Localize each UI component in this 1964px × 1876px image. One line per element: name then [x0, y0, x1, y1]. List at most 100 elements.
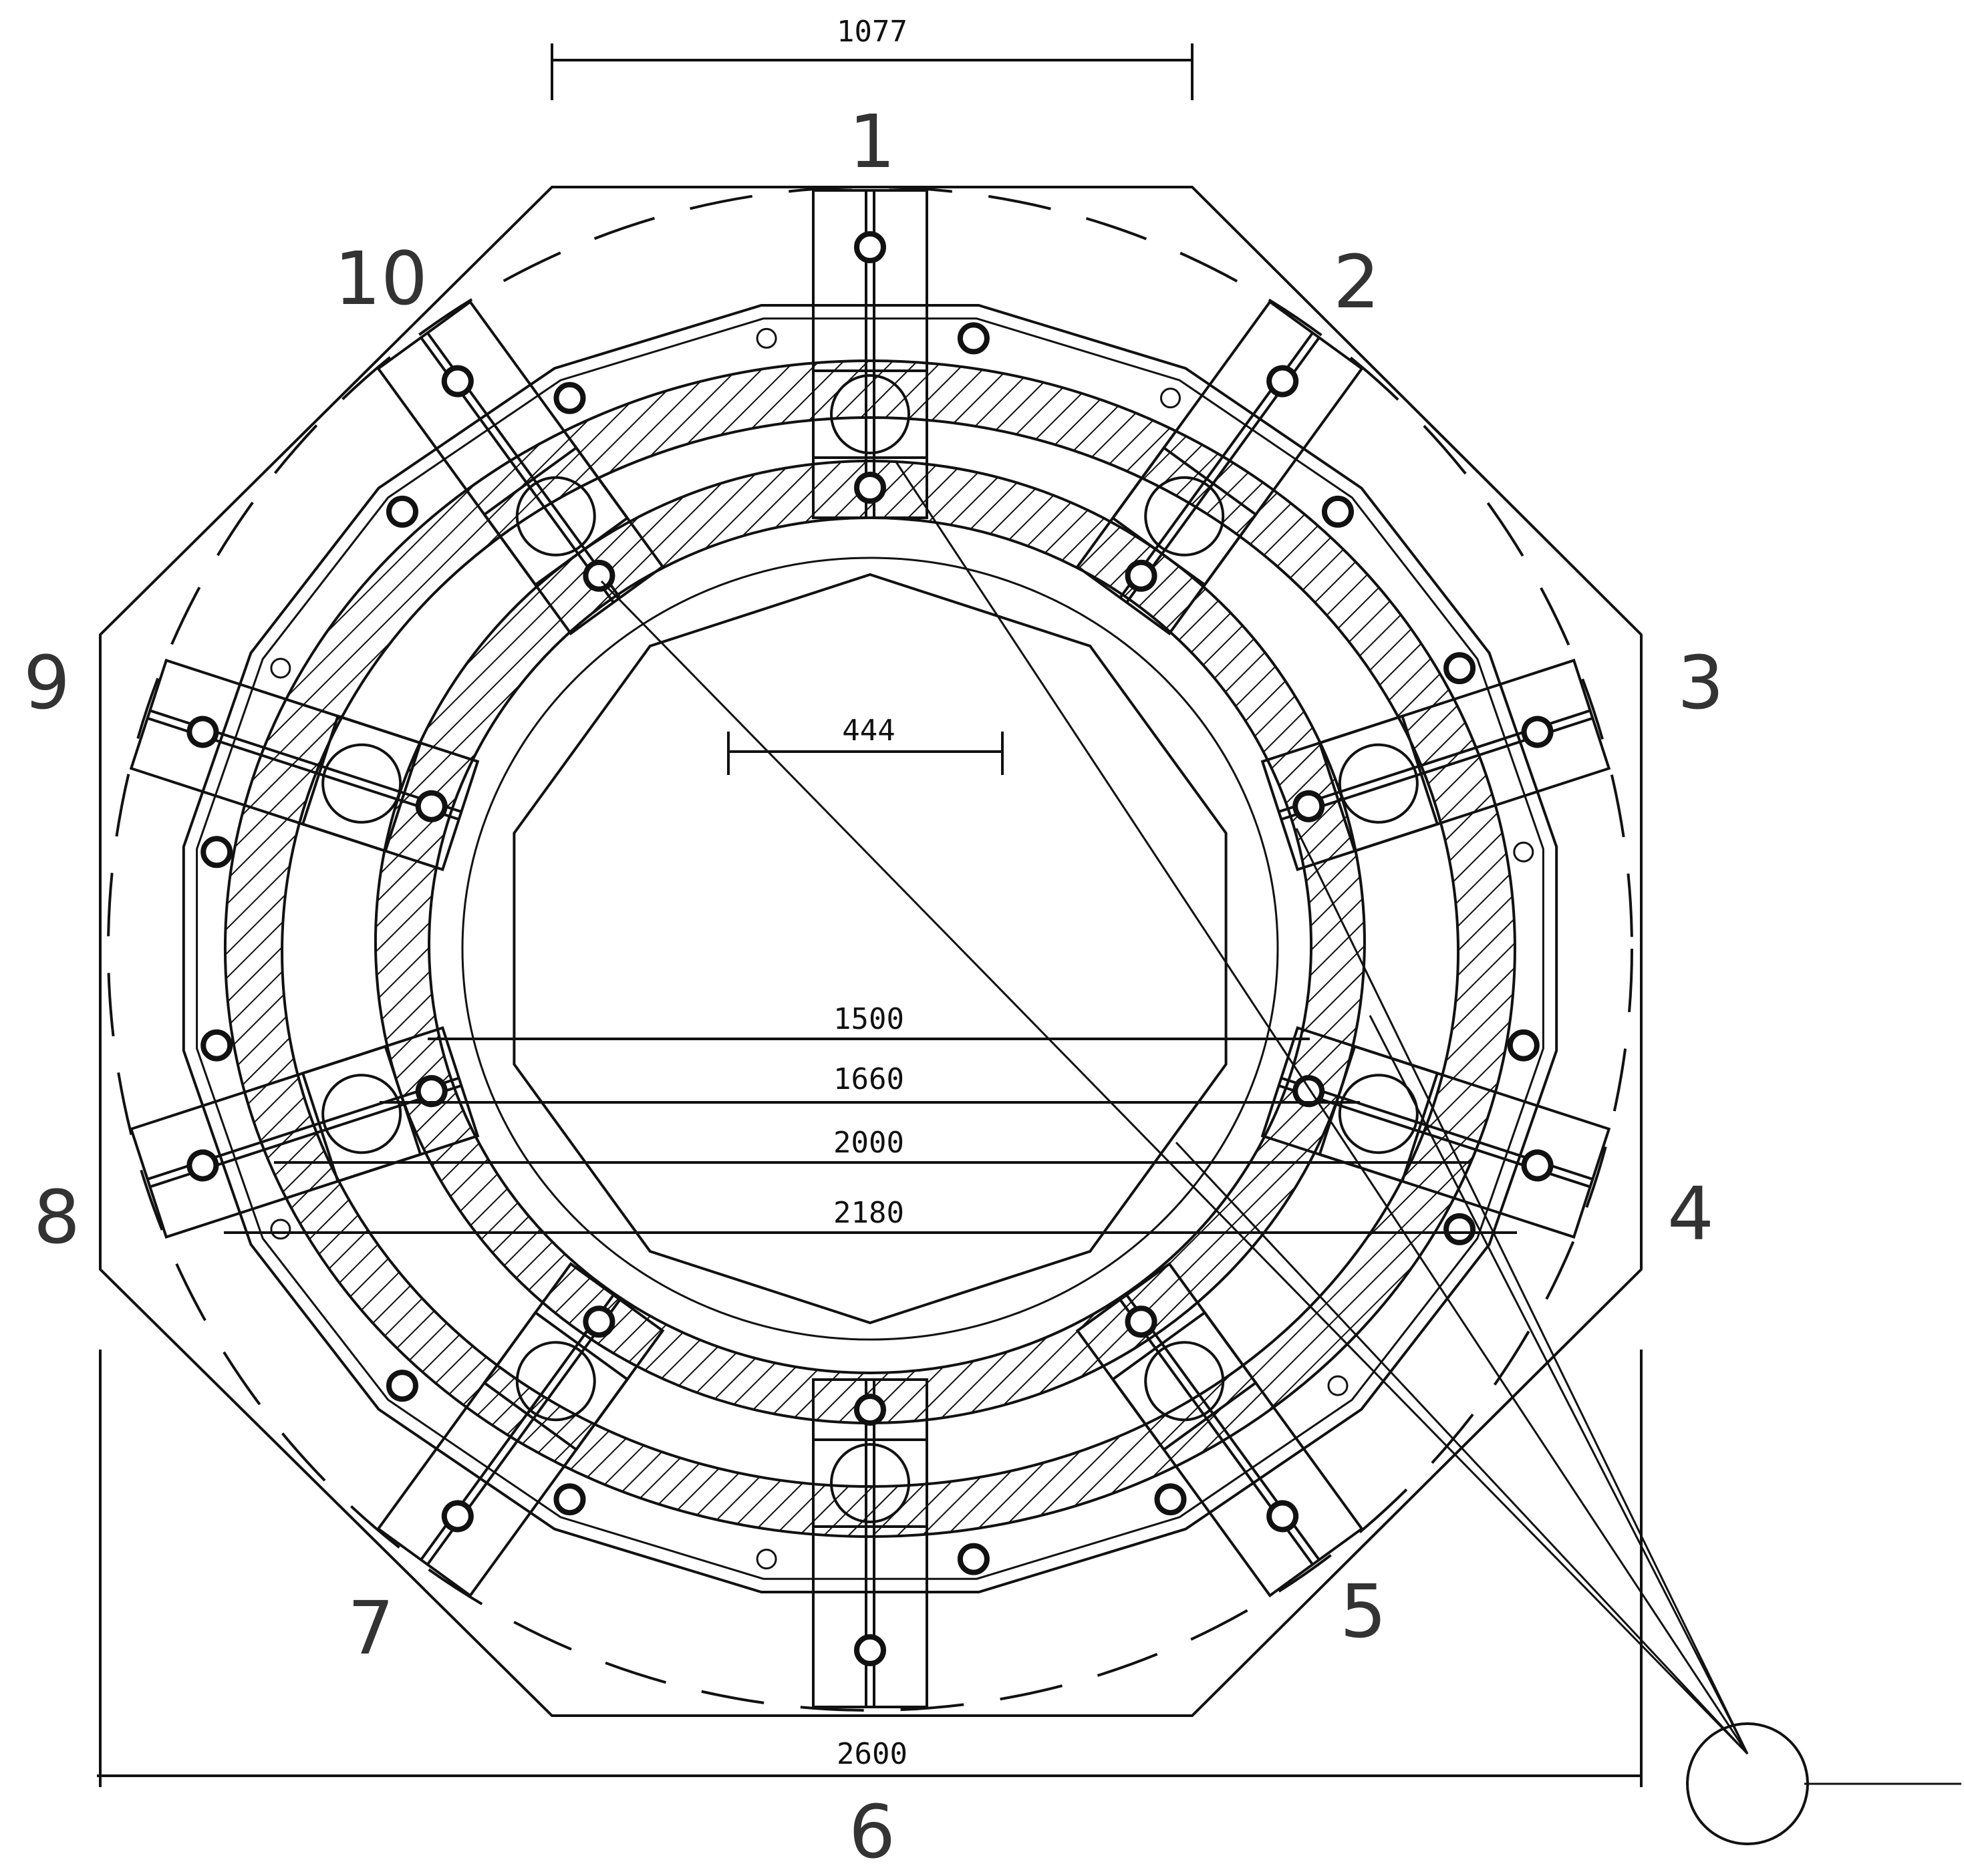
ring-bolt — [386, 1370, 418, 1402]
clamp-arm — [1075, 1262, 1364, 1597]
dim-1077: 1077 — [837, 15, 907, 49]
clamp-arm-part — [482, 446, 629, 587]
dim-2000: 2000 — [833, 1126, 904, 1160]
dim-1500: 1500 — [833, 1002, 904, 1036]
clamp-arm-part — [129, 1026, 480, 1239]
clamp-arm-part — [1266, 1500, 1299, 1533]
clamp-arm-part — [854, 1634, 886, 1666]
clamp-arm-part — [441, 365, 474, 398]
position-label-7: 7 — [347, 1585, 394, 1671]
clamp-arm — [812, 1378, 928, 1708]
clamp-arm-part — [812, 189, 928, 519]
clamp-arm — [1260, 658, 1611, 872]
ring-bolt — [200, 1029, 233, 1062]
clamp-arm-part — [830, 374, 910, 454]
clamp-arm — [129, 1026, 480, 1239]
clamp-arm-part — [1111, 1310, 1258, 1452]
position-label-1: 1 — [849, 99, 895, 184]
ring-bolt — [1513, 841, 1534, 863]
ring-bolt — [756, 1549, 777, 1570]
outer-frame — [99, 186, 1643, 1717]
clamp-arm-part — [1260, 658, 1611, 872]
clamp-arm-part — [1521, 716, 1554, 748]
ring-bolt — [1507, 1029, 1540, 1062]
position-label-4: 4 — [1667, 1171, 1714, 1257]
ring-bolt — [957, 322, 990, 355]
ring-bolts — [200, 322, 1540, 1575]
clamp-arm-part — [186, 1149, 219, 1182]
clamp-arm-part — [301, 714, 422, 853]
position-label-5: 5 — [1340, 1569, 1387, 1654]
ring-bolt — [553, 1483, 586, 1516]
clamp-arm-part — [1075, 1262, 1364, 1597]
clamp-arm-part — [186, 716, 219, 748]
position-label-3: 3 — [1677, 640, 1724, 726]
clamp-arm-part — [376, 1262, 665, 1597]
position-label-10: 10 — [334, 236, 428, 321]
clamp-arm-part — [812, 369, 928, 459]
clamp-arm-part — [812, 1438, 928, 1528]
dim-1660: 1660 — [833, 1062, 904, 1096]
clamp-arm-part — [515, 1341, 596, 1422]
dim-2600: 2600 — [837, 1737, 907, 1771]
clamp-arm-part — [1260, 1026, 1611, 1239]
ring-bolt — [270, 657, 291, 679]
ring-bolt — [553, 381, 586, 414]
clamp-arm — [812, 189, 928, 519]
outer-polygon-ring-inner — [196, 317, 1544, 1580]
ring-bolt — [1322, 495, 1354, 528]
clamp-arm-part — [321, 743, 402, 824]
position-label-6: 6 — [849, 1789, 895, 1875]
ring-bolt — [1154, 1483, 1187, 1516]
clamp-arm-part — [1144, 1341, 1225, 1422]
clamp-arm — [129, 658, 480, 872]
inner-guide-circle — [461, 557, 1279, 1341]
ring-bolt — [386, 495, 418, 528]
clamp-arm-part — [1125, 559, 1157, 592]
clamp-arm — [376, 300, 665, 635]
clamp-arm-part — [583, 1305, 615, 1338]
clamp-arm-part — [515, 476, 596, 557]
clamp-arm-part — [415, 1075, 448, 1108]
leader-lines — [600, 460, 1961, 1785]
inner-decagon — [513, 573, 1228, 1325]
clamp-arm-part — [1075, 300, 1364, 635]
clamp-arm-part — [1292, 790, 1325, 822]
clamp-arm-part — [854, 1394, 886, 1426]
clamp-arm-part — [1266, 365, 1299, 398]
ring-bolt — [957, 1543, 990, 1575]
outer-polygon-ring — [182, 304, 1558, 1593]
dim-2180: 2180 — [833, 1196, 904, 1230]
callout-circle — [1686, 1722, 1809, 1845]
position-label-9: 9 — [23, 640, 70, 726]
dimension-lines — [97, 43, 1643, 1787]
position-label-8: 8 — [33, 1175, 80, 1260]
clamp-arm-part — [441, 1500, 474, 1533]
ring-bolt — [1443, 1213, 1476, 1245]
ring-bolt — [756, 327, 777, 349]
clamp-arm-part — [301, 1044, 422, 1183]
clamp-arm-part — [482, 1310, 629, 1452]
clamp-arm-part — [129, 658, 480, 872]
clamp-arm — [376, 1262, 665, 1597]
clamp-arm — [1075, 300, 1364, 635]
inner-hatched-ring — [374, 460, 1366, 1424]
clamp-arm-part — [415, 790, 448, 822]
clamp-arm-part — [1338, 743, 1419, 824]
clamp-arm-part — [1111, 446, 1258, 587]
position-label-2: 2 — [1333, 239, 1380, 325]
ring-bolt — [1160, 387, 1181, 409]
clamp-arms — [129, 189, 1611, 1708]
clamp-arm-part — [1521, 1149, 1554, 1182]
ring-bolt — [1327, 1375, 1349, 1396]
clamp-arm-part — [1125, 1305, 1157, 1338]
clamp-arm-part — [854, 231, 886, 263]
clamp-arm-part — [1318, 714, 1439, 853]
clamp-arm-part — [812, 1378, 928, 1708]
clamp-arm-part — [830, 1443, 910, 1523]
clamp-arm-part — [854, 472, 886, 504]
ring-bolt — [270, 1219, 291, 1240]
outer-hatched-ring — [223, 359, 1516, 1538]
clamp-arm-part — [376, 300, 665, 635]
